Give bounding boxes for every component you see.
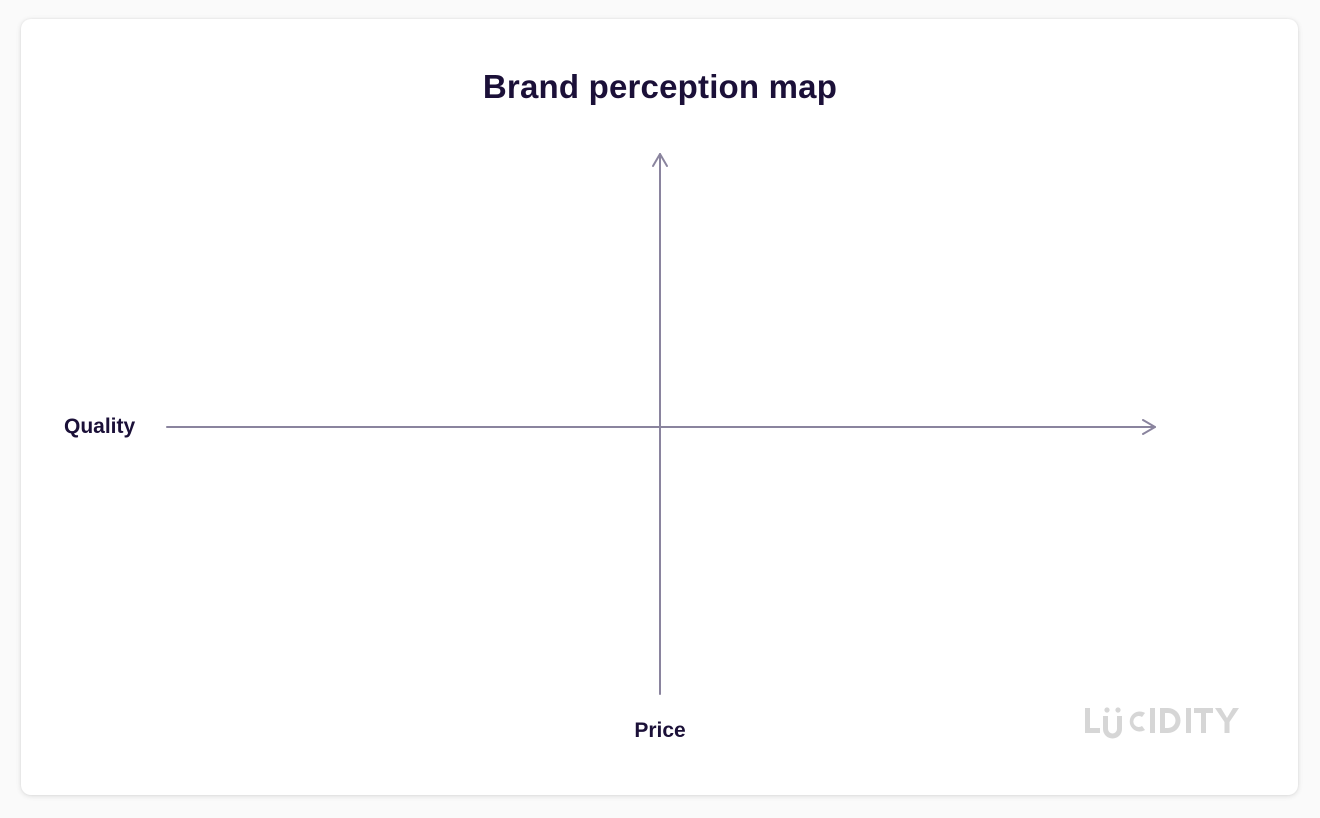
vertical-axis-arrowhead xyxy=(652,153,668,167)
diagram-title: Brand perception map xyxy=(482,68,838,105)
horizontal-axis-arrowhead xyxy=(1142,419,1156,435)
quality-axis-label: Quality xyxy=(64,415,136,438)
price-axis-label: Price xyxy=(634,719,686,742)
vertical-axis xyxy=(652,153,668,695)
lucidity-logo-icon xyxy=(1085,707,1239,739)
horizontal-axis xyxy=(166,419,1156,435)
